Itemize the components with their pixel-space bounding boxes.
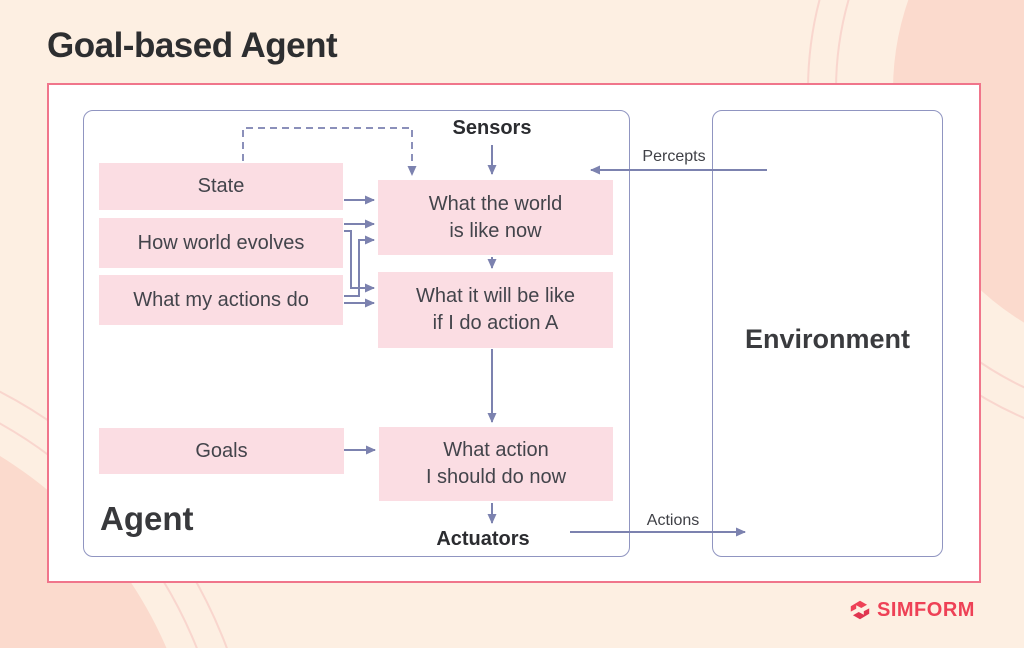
node-world-is-like-now-line1: What the world bbox=[428, 192, 563, 215]
node-what-action-to-do: What action I should do now bbox=[379, 427, 613, 501]
node-what-it-will-be-like-line1: What it will be like bbox=[416, 285, 575, 307]
simform-logo: SIMFORM bbox=[847, 597, 975, 623]
percepts-label: Percepts bbox=[642, 148, 706, 165]
agent-label: Agent bbox=[100, 500, 194, 537]
actions-label: Actions bbox=[646, 512, 700, 529]
node-world-is-like-now-line2: is like now bbox=[449, 219, 542, 242]
environment-box bbox=[712, 110, 943, 557]
node-state: State bbox=[99, 163, 343, 210]
page-title: Goal-based Agent bbox=[47, 26, 338, 65]
node-what-it-will-be-like-line2: if I do action A bbox=[432, 312, 559, 334]
node-goals: Goals bbox=[99, 428, 344, 474]
node-what-my-actions-do: What my actions do bbox=[99, 275, 343, 325]
simform-logo-text: SIMFORM bbox=[877, 598, 975, 621]
node-what-my-actions-do-label: What my actions do bbox=[133, 288, 309, 311]
node-state-label: State bbox=[197, 175, 245, 197]
node-goals-label: Goals bbox=[195, 439, 248, 462]
node-how-world-evolves-label: How world evolves bbox=[137, 231, 305, 254]
environment-label: Environment bbox=[744, 324, 911, 354]
node-world-is-like-now: What the world is like now bbox=[378, 180, 613, 255]
actuators-label: Actuators bbox=[436, 528, 530, 550]
simform-logo-icon bbox=[850, 600, 870, 620]
node-what-action-to-do-line2: I should do now bbox=[425, 466, 567, 488]
node-what-it-will-be-like: What it will be like if I do action A bbox=[378, 272, 613, 348]
node-what-action-to-do-line1: What action bbox=[443, 439, 549, 461]
sensors-label: Sensors bbox=[452, 117, 532, 139]
node-how-world-evolves: How world evolves bbox=[99, 218, 343, 268]
